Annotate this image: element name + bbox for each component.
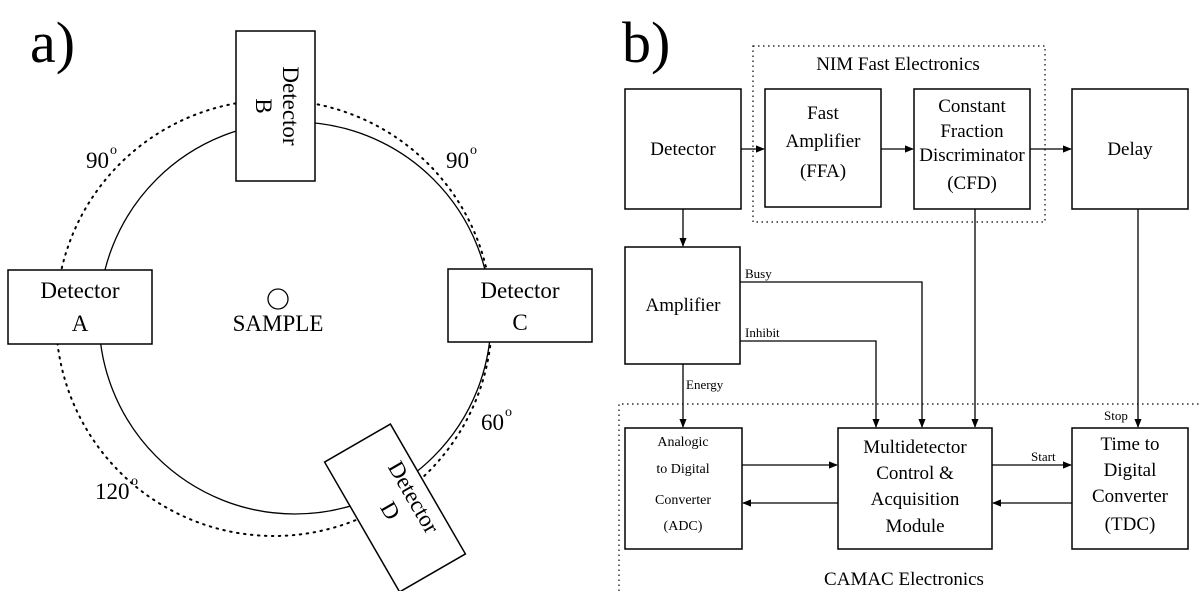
stop-label: Stop [1104,408,1128,423]
svg-text:60: 60 [481,410,504,435]
detector-c-letter: C [512,310,527,335]
svg-text:o: o [110,143,117,158]
connections [679,145,1142,507]
svg-text:(ADC): (ADC) [664,519,703,534]
svg-text:(CFD): (CFD) [947,173,997,194]
block-amplifier: Amplifier [624,246,741,365]
svg-text:90: 90 [446,148,469,173]
panel-a: a) Detector B Detector A Detector C Dete… [7,10,593,593]
svg-text:(FFA): (FFA) [800,161,846,182]
busy-label: Busy [745,266,772,281]
sample-label: SAMPLE [233,311,324,336]
block-ffa: Fast Amplifier (FFA) [764,88,882,208]
svg-text:Constant: Constant [938,96,1006,117]
svg-text:Digital: Digital [1104,460,1157,481]
arrow-busy [740,281,926,428]
svg-text:Fraction: Fraction [940,121,1004,142]
block-tdc: Time to Digital Converter (TDC) [1071,427,1189,550]
detector-a-letter: A [72,311,89,336]
panel-a-label: a) [30,10,75,75]
svg-text:o: o [131,474,138,489]
detector-d: Detector D [323,423,467,593]
svg-text:120: 120 [95,479,130,504]
svg-text:Module: Module [885,516,944,537]
svg-text:o: o [505,405,512,420]
svg-text:Detector: Detector [650,139,716,160]
block-cfd: Constant Fraction Discriminator (CFD) [913,88,1031,210]
energy-label: Energy [686,377,724,392]
angle-top-right: 90 o [446,143,477,173]
svg-text:(TDC): (TDC) [1105,514,1156,535]
nim-group-label: NIM Fast Electronics [816,54,980,75]
svg-text:90: 90 [86,148,109,173]
sample-marker [267,288,289,310]
angle-right: 60 o [481,405,512,435]
angle-bottom-left: 120 o [95,474,138,504]
svg-text:Analogic: Analogic [657,435,708,450]
svg-text:Fast: Fast [807,103,839,124]
svg-text:Delay: Delay [1107,139,1153,160]
block-adc: Analogic to Digital Converter (ADC) [624,427,743,550]
inhibit-label: Inhibit [745,325,780,340]
detector-b: Detector B [235,30,316,182]
detector-a-label: Detector [40,278,120,303]
block-mcam: Multidetector Control & Acquisition Modu… [837,427,993,550]
detector-c: Detector C [447,268,593,343]
block-delay: Delay [1071,88,1189,210]
camac-group-label: CAMAC Electronics [824,569,984,590]
svg-text:Converter: Converter [1092,486,1169,507]
svg-text:Acquisition: Acquisition [871,489,960,510]
panel-b: b) NIM Fast Electronics CAMAC Electronic… [618,10,1200,591]
svg-text:Amplifier: Amplifier [786,131,862,152]
detector-a: Detector A [7,269,153,345]
svg-text:o: o [470,143,477,158]
start-label: Start [1031,449,1056,464]
svg-text:to Digital: to Digital [656,462,709,477]
detector-c-label: Detector [480,278,560,303]
svg-text:Converter: Converter [655,493,711,508]
svg-text:Time to: Time to [1101,434,1160,455]
svg-text:Multidetector: Multidetector [863,437,967,458]
arrow-inhibit [740,340,880,428]
svg-text:Amplifier: Amplifier [646,295,722,316]
detector-b-letter: B [251,98,276,113]
block-detector: Detector [624,88,742,210]
svg-text:Control &: Control & [876,463,954,484]
detector-b-label: Detector [278,66,303,146]
panel-b-label: b) [622,10,670,75]
nim-group-outline [752,45,1046,223]
svg-text:Discriminator: Discriminator [919,145,1025,166]
angle-top-left: 90 o [86,143,117,173]
